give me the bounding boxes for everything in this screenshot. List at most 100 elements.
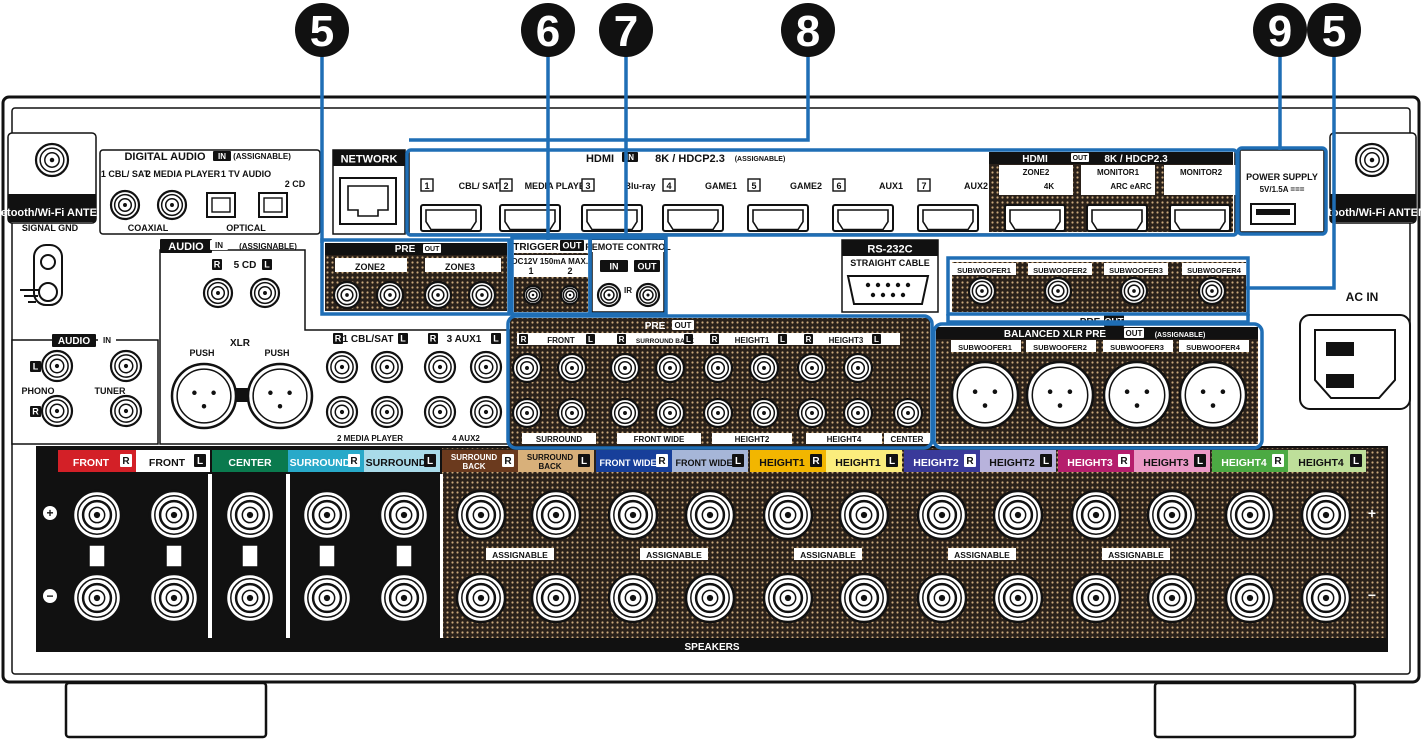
digital-input-label: 1 CBL/ SAT xyxy=(101,169,150,179)
pre-out-label: FRONT WIDE xyxy=(634,435,685,444)
pre-out-jack xyxy=(748,352,780,384)
callout-badge xyxy=(781,3,835,57)
label-tag-text: R xyxy=(504,456,512,467)
speaker-binding-post xyxy=(71,489,123,541)
network-tag xyxy=(333,150,405,166)
rca-jack xyxy=(467,280,497,310)
plus-sign: + xyxy=(46,506,53,520)
trigger-jack xyxy=(522,284,544,306)
callout-number: 6 xyxy=(536,7,560,56)
rca-jack xyxy=(423,350,457,384)
speaker-binding-post xyxy=(1300,489,1352,541)
power-spec-label: 5V/1.5A === xyxy=(1260,185,1305,194)
pre-out-jack xyxy=(702,397,734,429)
label-tag-text: L xyxy=(1353,456,1359,467)
r-tag xyxy=(964,454,976,467)
label-tag-text: PUSH xyxy=(189,348,214,358)
speaker-label-text: SURROUND xyxy=(451,453,497,462)
rca-jack xyxy=(109,349,143,383)
speaker-label-text: BACK xyxy=(462,462,485,471)
pre-out-jack xyxy=(511,397,543,429)
pre-out-jack xyxy=(609,397,641,429)
trigger-2: 2 xyxy=(567,266,572,276)
speaker-label-bg xyxy=(826,450,902,472)
callout-frame-power xyxy=(1236,146,1328,236)
label-tag-text: R xyxy=(122,456,130,467)
speaker-label-text: SURROUND xyxy=(366,457,427,469)
speaker-binding-post xyxy=(455,489,507,541)
tuner-label: TUNER xyxy=(95,386,126,396)
label-tag-text: OUT xyxy=(675,321,692,330)
l-tag xyxy=(872,334,881,344)
signal-gnd-label: SIGNAL GND xyxy=(22,223,79,233)
assignable-paren: (ASSIGNABLE) xyxy=(735,156,786,163)
rca-jack xyxy=(469,350,503,384)
speaker-binding-post xyxy=(1146,572,1198,624)
input-number-box xyxy=(832,178,846,192)
pre-out-jack xyxy=(796,397,828,429)
pre-out-label: SURROUND xyxy=(536,435,582,444)
gnd-screw xyxy=(40,254,56,270)
label-tag-text: L xyxy=(493,334,499,344)
out-tag xyxy=(560,240,584,251)
input-number: 4 xyxy=(666,181,671,191)
dsub-connector xyxy=(846,275,930,305)
input-number: 7 xyxy=(921,181,926,191)
input-number: 2 xyxy=(503,181,508,191)
subwoofer-jack xyxy=(1197,276,1227,306)
trigger-spec: DC12V 150mA MAX. xyxy=(512,257,588,266)
xlr-label: XLR xyxy=(230,338,251,349)
label-tag-text: L xyxy=(427,456,433,467)
speaker-binding-post xyxy=(378,489,430,541)
ac-in-label: AC IN xyxy=(1346,290,1379,304)
label-tag-text: R xyxy=(712,335,718,344)
label-tag-text: L xyxy=(1197,456,1203,467)
speaker-binding-post xyxy=(838,489,890,541)
subwoofer-label: SUBWOOFER3 xyxy=(1110,343,1164,352)
speaker-binding-post xyxy=(1070,572,1122,624)
rca-jack xyxy=(325,350,359,384)
analog-input-label: 2 MEDIA PLAYER xyxy=(337,434,403,443)
xlr-jack xyxy=(170,362,238,430)
speaker-label-text: FRONT WIDE xyxy=(600,458,657,468)
callout-frame-remote xyxy=(588,236,668,316)
hdmi-input-label: AUX1 xyxy=(879,181,903,191)
optical-jack xyxy=(258,192,288,218)
hdmi-port xyxy=(917,204,979,232)
in-tag xyxy=(210,240,228,250)
label-tag-text: R xyxy=(658,456,666,467)
label-tag-text: L xyxy=(264,260,270,270)
pre-out-jack xyxy=(842,397,874,429)
speakers-label: SPEAKERS xyxy=(684,642,739,653)
assignable-label: ASSIGNABLE xyxy=(800,550,856,560)
rs232-tag xyxy=(842,240,938,256)
callout-badge xyxy=(1307,3,1361,57)
callout-badge xyxy=(521,3,575,57)
callout-frame-subwoofer xyxy=(946,256,1250,316)
assignable-paren: (ASSIGNABLE) xyxy=(239,242,297,251)
l-tag xyxy=(194,454,206,467)
input-number-box xyxy=(581,178,595,192)
hdmi-input-label: CBL/ SAT xyxy=(459,181,500,191)
label-tag-text: OUT xyxy=(1073,155,1089,162)
speaker-label-bg xyxy=(1134,450,1210,472)
rca-jack xyxy=(332,280,362,310)
in-tag xyxy=(600,260,628,272)
trigger-jack xyxy=(559,284,581,306)
input-number: 1 xyxy=(424,181,429,191)
callout-number: 8 xyxy=(796,7,820,56)
label-tag-text: R xyxy=(812,456,820,467)
speaker-label-text: SURROUND xyxy=(527,453,573,462)
rca-jack xyxy=(40,349,74,383)
label-tag-text: R xyxy=(430,334,437,344)
pre-out-label: FRONT xyxy=(547,336,575,345)
hdmi-output-label: MONITOR2 xyxy=(1180,168,1223,177)
strap xyxy=(395,544,413,568)
hdmi-port xyxy=(581,204,643,232)
r-tag xyxy=(617,334,626,344)
hdmi-port xyxy=(1004,204,1066,232)
subwoofer-label: SUBWOOFER3 xyxy=(1109,266,1163,275)
speaker-label-text: FRONT xyxy=(73,457,110,469)
plus-sign-right: + xyxy=(1368,505,1376,521)
speaker-binding-post xyxy=(992,489,1044,541)
